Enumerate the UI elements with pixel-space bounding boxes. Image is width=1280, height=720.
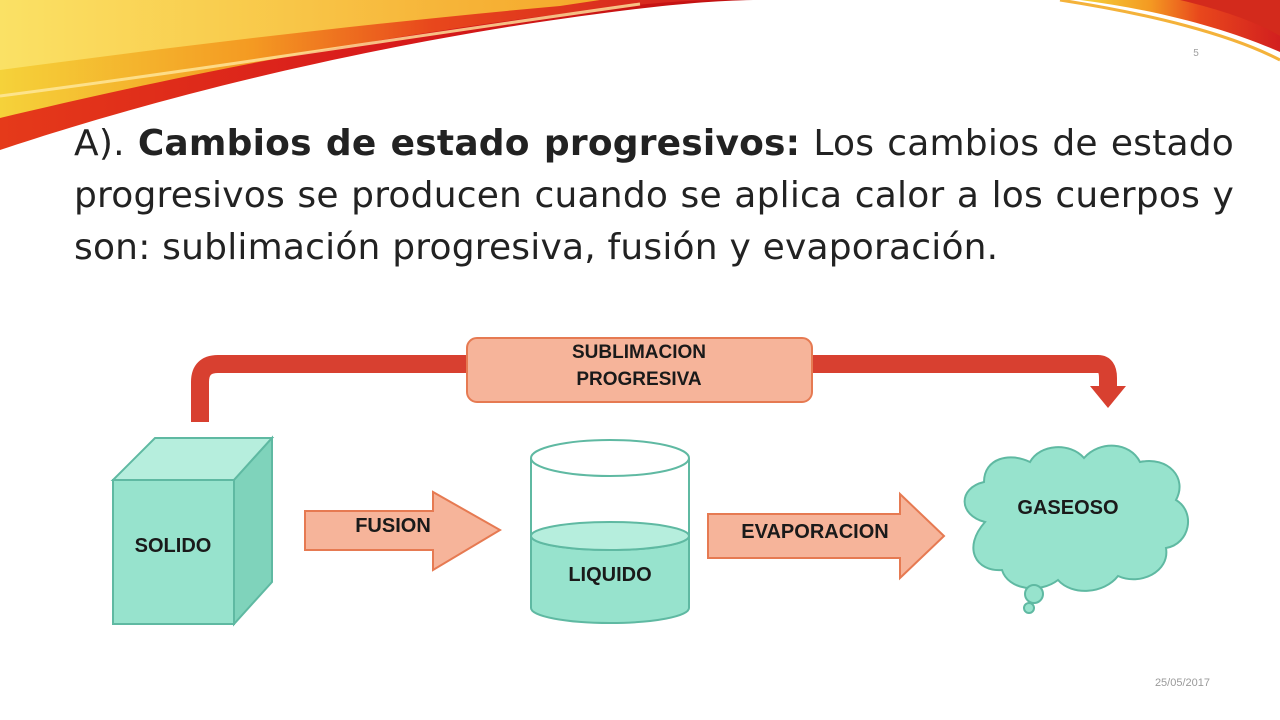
solid-cube-front (112, 479, 235, 625)
body-paragraph: A). Cambios de estado progresivos: Los c… (74, 118, 1234, 274)
swoosh-right-red (1180, 0, 1280, 36)
solid-cube (110, 435, 275, 627)
slide-date: 25/05/2017 (1154, 677, 1210, 689)
solid-label: SOLIDO (135, 535, 212, 557)
solid-cube-side (233, 435, 273, 627)
swoosh-streak (0, 2, 641, 98)
liquid-beaker (530, 439, 690, 624)
sublimation-label-line2: PROGRESIVA (576, 369, 702, 390)
cloud-bubble-large (1024, 584, 1044, 604)
sublimation-label-line1: SUBLIMACION (572, 342, 706, 363)
sublimation-arrowhead (1090, 386, 1126, 408)
evaporation-arrow (707, 491, 946, 581)
evaporation-label: EVAPORACION (741, 521, 888, 543)
fusion-arrow (304, 490, 502, 572)
gas-cloud (963, 444, 1189, 614)
liquid-label: LIQUIDO (568, 564, 651, 586)
swoosh-band-yellow (0, 0, 600, 70)
beaker-liquid-surface (530, 521, 690, 551)
body-description: Los cambios de estado progresivos se pro… (74, 123, 1234, 268)
swoosh-right-streak (1059, 0, 1280, 62)
sublimation-box (466, 337, 813, 403)
cloud-shape (963, 444, 1189, 592)
sublimation-arrow (191, 355, 1117, 422)
body-heading-bold: Cambios de estado progresivos: (137, 123, 801, 164)
decorative-swoosh-banner (0, 0, 1280, 150)
slide-number: 5 (1193, 48, 1199, 59)
beaker-rim (530, 439, 690, 477)
cloud-bubble-small (1023, 602, 1035, 614)
solid-cube-top (110, 437, 275, 481)
fusion-label: FUSION (355, 515, 431, 537)
body-prefix: A). (74, 123, 138, 164)
beaker-liquid (530, 535, 690, 624)
gas-label: GASEOSO (1017, 497, 1118, 519)
